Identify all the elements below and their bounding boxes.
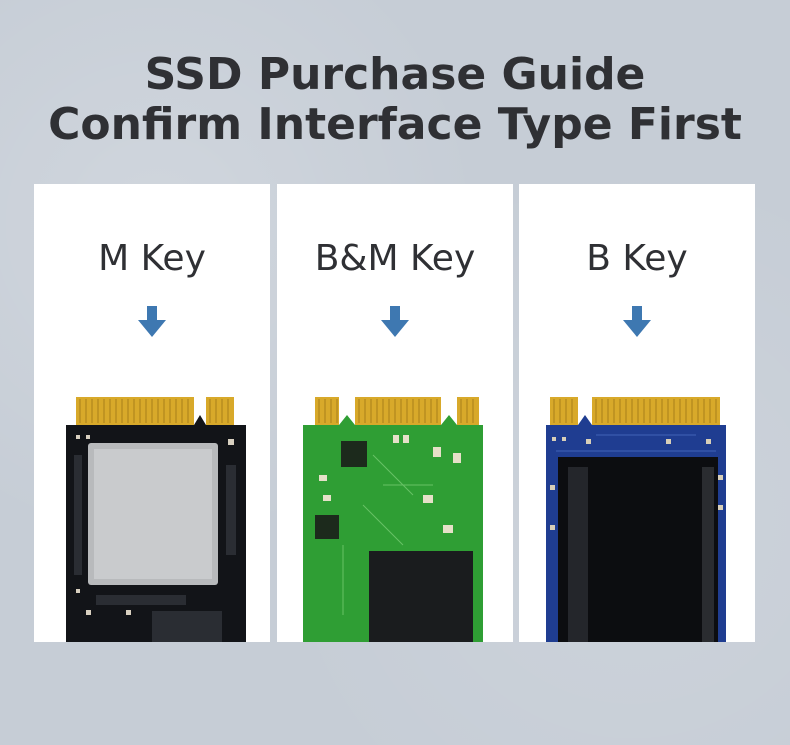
arrow-down-icon [381, 306, 409, 337]
b-key-panel: B Key [519, 184, 755, 642]
bm-key-label: B&M Key [314, 238, 476, 279]
m-key-ssd-image [66, 397, 246, 642]
b-key-ssd-image [546, 397, 726, 642]
page-title-line-1: SSD Purchase Guide [144, 49, 646, 100]
page-title-line-2: Confirm Interface Type First [48, 99, 742, 150]
b-key-label: B Key [586, 238, 688, 279]
bm-key-panel: B&M Key [277, 184, 513, 642]
bm-key-ssd-image [303, 397, 483, 642]
m-key-panel: M Key [34, 184, 270, 642]
arrow-down-icon [623, 306, 651, 337]
arrow-down-icon [138, 306, 166, 337]
m-key-label: M Key [98, 238, 206, 279]
